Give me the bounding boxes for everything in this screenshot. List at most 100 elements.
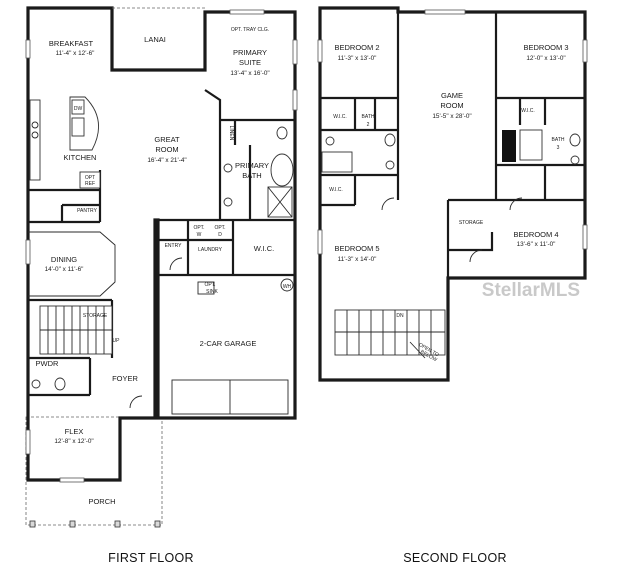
porch-post [29,520,36,528]
vanity-sink [223,197,233,207]
opt-sink-fixture [197,281,215,295]
bath2-wic-label: W.I.C. [333,114,347,120]
bedroom2-label: BEDROOM 2 [334,43,379,52]
wall [496,165,585,202]
window [292,39,298,65]
hvac-shaft [502,130,516,162]
window [25,39,31,59]
bath3-sink [570,155,580,165]
porch-post [114,520,121,528]
primary-suite-label-2: SUITE [239,58,261,67]
porch-outline [25,416,163,526]
linen-label: LINEN [228,126,234,141]
pwdr-label: PWDR [36,359,59,368]
game-room-label-1: GAME [441,91,463,100]
storage-label: STORAGE [83,313,108,319]
bathtub [270,153,294,187]
bath3-tub [519,129,543,161]
wall [204,89,222,220]
bedroom2-dim: 11'-3" x 13'-0" [338,55,377,62]
bath3-toilet [569,133,581,147]
breakfast-dim: 11'-4" x 12'-6" [56,50,95,57]
watermark-text: StellarMLS [482,280,580,301]
great-room-label-1: GREAT [154,135,180,144]
kitchen-label: KITCHEN [64,153,97,162]
door-swing [129,395,143,409]
door-swing [169,257,183,271]
toilet [276,126,288,140]
laundry-label: LAUNDRY [198,247,222,253]
opt-ref-label-1: OPT [85,175,95,181]
bedroom5-wic-label: W.I.C. [329,187,343,193]
wall [28,356,92,397]
first-floor-plan [25,6,298,528]
cooktop-burner [31,131,39,139]
bath2-label-1: BATH [362,114,375,120]
primary-bath-label-1: PRIMARY [235,161,269,170]
bath2-label-2: 2 [367,122,370,128]
flex-label: FLEX [65,427,84,436]
open-below-arrow [409,341,426,359]
wall [320,175,357,207]
kitchen-counter [29,99,41,181]
bath3-wic-label: W.I.C. [521,108,535,114]
first-floor-title: FIRST FLOOR [108,551,194,565]
kitchen-sink [71,117,85,137]
opt-d-label-1: OPT. [214,225,225,231]
wic-label: W.I.C. [254,244,274,253]
storage-label: STORAGE [459,220,484,226]
flex-dim: 12'-8" x 12'-0" [54,438,93,445]
window [59,477,85,483]
window [25,429,31,455]
wall [28,203,100,224]
bath2-toilet [384,133,396,147]
dn-label: DN [396,313,404,319]
wh-label: WH [283,284,292,290]
bedroom3-dim: 12'-0" x 13'-0" [526,55,565,62]
door-swing [469,249,483,263]
second-floor-exterior-wall [318,6,587,382]
shower-drain [267,186,293,218]
opt-ref-space [79,171,101,189]
tray-ceiling-label: OPT. TRAY CLG. [231,27,269,33]
wall [448,232,494,252]
dining-dim: 14'-0" x 11'-6" [45,266,84,273]
staircase [334,309,446,356]
wall [353,98,377,130]
window [292,89,298,111]
water-heater [280,278,294,292]
dw-label: DW [74,106,83,112]
great-room-label-2: ROOM [155,145,178,154]
porch-label: PORCH [88,497,115,506]
door-swing [509,197,523,211]
bedroom5-label: BEDROOM 5 [334,244,379,253]
garage-label: 2-CAR GARAGE [200,339,257,348]
primary-suite-label-1: PRIMARY [233,48,267,57]
dishwasher [71,99,85,115]
bath2-sink [385,160,395,170]
window [317,39,323,63]
second-floor-title: SECOND FLOOR [403,551,507,565]
pwdr-sink [31,379,41,389]
dining-label: DINING [51,255,77,264]
lanai-label: LANAI [144,35,166,44]
bath3-label-2: 3 [557,145,560,151]
pwdr-toilet [54,377,66,391]
opt-sink-label-2: SINK [206,289,218,295]
bath2-sink [325,136,335,146]
primary-suite-dim: 13'-4" x 16'-0" [230,70,269,77]
porch-post [69,520,76,528]
wall [158,220,295,277]
foyer-label: FOYER [112,374,138,383]
cooktop-burner [31,121,39,129]
game-room-label-2: ROOM [440,101,463,110]
bath3-label-1: BATH [552,137,565,143]
up-label: UP [113,338,121,344]
window [317,229,323,255]
first-floor-exterior-wall [26,6,297,482]
breakfast-label: BREAKFAST [49,39,94,48]
door-swing [381,197,395,211]
dining-bay [28,231,116,297]
bedroom5-dim: 11'-3" x 14'-0" [338,256,377,263]
